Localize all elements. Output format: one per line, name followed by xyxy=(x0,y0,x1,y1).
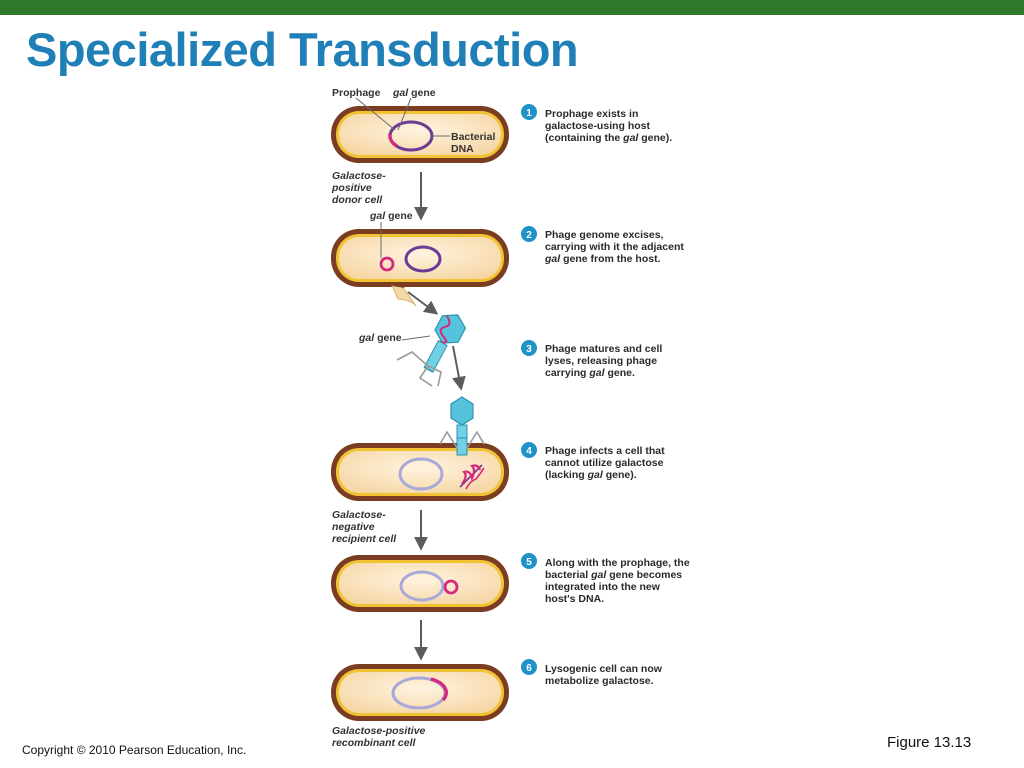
recombinant-cell xyxy=(331,664,509,721)
injected-phage-dna xyxy=(459,464,485,490)
copyright-notice: Copyright © 2010 Pearson Education, Inc. xyxy=(22,743,247,757)
step-4: 4 Phage infects a cell that cannot utili… xyxy=(521,442,668,481)
svg-text:1: 1 xyxy=(526,108,532,119)
step-2-text: Phage genome excises, carrying with it t… xyxy=(544,229,687,265)
step-3-text: Phage matures and cell lyses, releasing … xyxy=(545,343,665,379)
lysing-cell xyxy=(331,229,509,307)
step-5-badge xyxy=(521,553,537,569)
bacterial-dna-2 xyxy=(404,245,442,273)
step-6-badge xyxy=(521,659,537,675)
dna-label: DNA xyxy=(451,143,474,155)
gal-gene-label-1: gal gene xyxy=(392,87,436,99)
prophage-leader-line xyxy=(355,97,396,131)
gal-gene-label-3: gal gene xyxy=(358,332,402,344)
step-2: 2 Phage genome excises, carrying with it… xyxy=(521,226,687,265)
recipient-cell xyxy=(331,443,509,501)
step-1-badge xyxy=(521,104,537,120)
released-phage-tail-fibers xyxy=(396,351,442,387)
gal-gene-leader-line-3 xyxy=(401,335,431,341)
donor-cell-label: Galactose- positive donor cell xyxy=(331,170,389,206)
svg-text:5: 5 xyxy=(526,557,532,568)
svg-text:6: 6 xyxy=(526,663,532,674)
svg-text:4: 4 xyxy=(526,446,532,457)
bacterial-label: Bacterial xyxy=(451,131,495,143)
step-1-text: Prophage exists in galactose-using host … xyxy=(545,108,672,144)
step-3-badge xyxy=(521,340,537,356)
attached-phage xyxy=(439,396,485,456)
excised-phage-genome xyxy=(379,256,395,272)
arrow-2-to-3 xyxy=(407,291,439,315)
step-2-badge xyxy=(521,226,537,242)
figure-reference: Figure 13.13 xyxy=(887,734,972,751)
header-bar xyxy=(0,0,1024,15)
step-1: 1 Prophage exists in galactose-using hos… xyxy=(521,104,672,144)
released-phage xyxy=(423,314,467,373)
svg-text:2: 2 xyxy=(526,230,532,241)
recipient-cell-label: Galactose- negative recipient cell xyxy=(332,509,397,545)
svg-text:3: 3 xyxy=(526,344,532,355)
step-5: 5 Along with the prophage, the bacterial… xyxy=(521,553,693,605)
gal-gene-label-2: gal gene xyxy=(369,210,413,222)
step-4-text: Phage infects a cell that cannot utilize… xyxy=(545,445,668,481)
recipient-dna xyxy=(398,457,444,491)
integrating-cell xyxy=(331,555,509,612)
recipient-dna-5 xyxy=(399,570,445,602)
recombinant-cell-label: Galactose-positive recombinant cell xyxy=(332,725,428,749)
phage-genome-integrating xyxy=(443,579,459,595)
step-4-badge xyxy=(521,442,537,458)
recombinant-dna xyxy=(391,676,448,710)
step-6-text: Lysogenic cell can now metabolize galact… xyxy=(545,663,665,687)
gal-gene-leader-line-1 xyxy=(397,97,412,131)
step-5-text: Along with the prophage, the bacterial g… xyxy=(545,557,693,605)
step-6: 6 Lysogenic cell can now metabolize gala… xyxy=(521,659,665,687)
arrow-3-to-4 xyxy=(452,345,466,391)
prophage-label: Prophage xyxy=(332,87,381,99)
slide-title: Specialized Transduction xyxy=(26,23,579,76)
step-3: 3 Phage matures and cell lyses, releasin… xyxy=(521,340,665,379)
donor-cell xyxy=(331,106,509,163)
